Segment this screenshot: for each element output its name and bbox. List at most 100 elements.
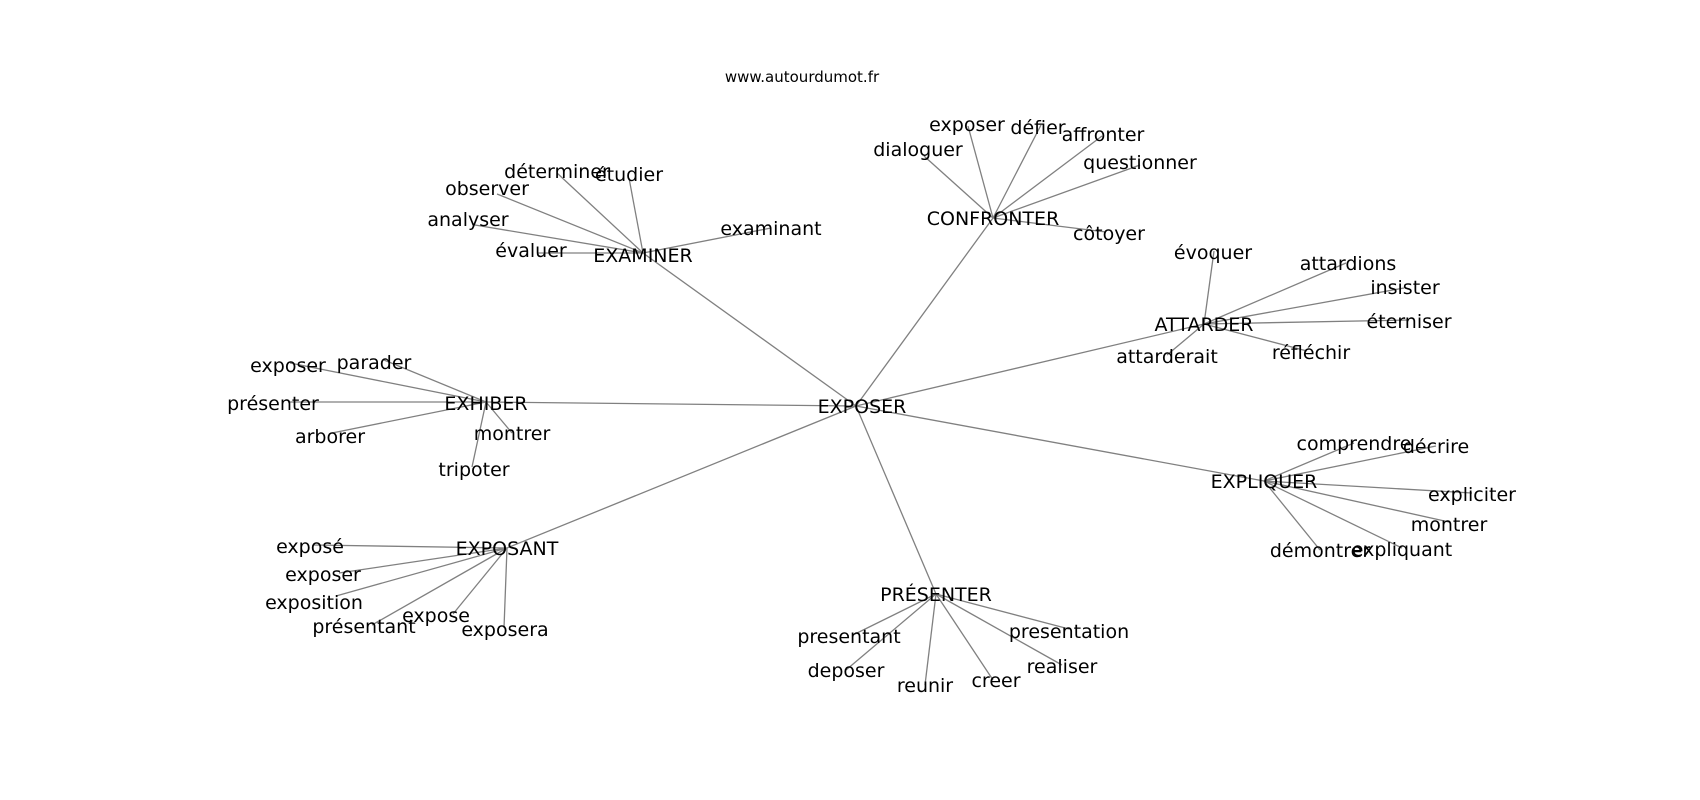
edge-root-attarder [855, 323, 1205, 407]
edge-presenter-creer [935, 593, 994, 681]
root-node-exposer[interactable]: EXPOSER [818, 396, 907, 418]
edge-exposant-exposer [338, 547, 508, 574]
edge-root-expliquer [855, 405, 1265, 482]
word-node-attarder-insister[interactable]: insister [1370, 277, 1440, 299]
word-node-presenter-reunir[interactable]: reunir [897, 675, 953, 697]
edge-examiner-analyser [474, 224, 644, 254]
edge-confronter-defier [992, 124, 1042, 219]
edge-exposant-expose [312, 544, 508, 549]
word-node-exposant-exposer[interactable]: exposer [285, 564, 361, 586]
word-node-attarder-reflechir[interactable]: réfléchir [1272, 342, 1351, 364]
group-node-exposant[interactable]: EXPOSANT [456, 538, 559, 560]
word-node-exposant-presentant[interactable]: présentant [312, 616, 415, 638]
edge-exhiber-parader [383, 359, 487, 403]
edge-confronter-affronter [992, 135, 1103, 219]
word-node-expliquer-montrer[interactable]: montrer [1411, 514, 1488, 536]
site-label: www.autourdumot.fr [725, 68, 880, 86]
edge-confronter-questionner [992, 164, 1141, 219]
word-node-exhiber-arborer[interactable]: arborer [295, 426, 365, 448]
edge-attarder-insister [1203, 287, 1405, 325]
word-node-confronter-questionner[interactable]: questionner [1083, 152, 1197, 174]
word-node-exposant-exposera[interactable]: exposera [461, 619, 548, 641]
edge-expliquer-demontrer [1263, 480, 1321, 551]
word-node-presenter-presentation[interactable]: presentation [1009, 621, 1129, 643]
edge-presenter-presentation [935, 593, 1070, 630]
word-node-presenter-realiser[interactable]: realiser [1027, 656, 1098, 678]
graph-edges [288, 124, 1473, 686]
word-node-exhiber-montrer[interactable]: montrer [474, 423, 551, 445]
edge-root-confronter [855, 217, 994, 407]
word-node-examiner-analyser[interactable]: analyser [427, 209, 508, 231]
word-node-attarder-evoquer[interactable]: évoquer [1174, 242, 1252, 264]
edge-root-examiner [642, 252, 857, 407]
edge-exposant-exposition [335, 547, 508, 597]
group-node-confronter[interactable]: CONFRONTER [927, 208, 1060, 230]
edge-attarder-evoquer [1203, 250, 1215, 325]
word-node-exposant-exposition[interactable]: exposition [265, 592, 363, 614]
edge-exhiber-tripoter [471, 401, 487, 468]
word-node-examiner-determiner[interactable]: déterminer [504, 161, 610, 183]
word-node-examiner-evaluer[interactable]: évaluer [495, 240, 567, 262]
group-node-exhiber[interactable]: EXHIBER [444, 393, 527, 415]
edge-confronter-cotoyer [992, 217, 1107, 233]
word-node-confronter-defier[interactable]: défier [1010, 117, 1065, 139]
word-node-confronter-cotoyer[interactable]: côtoyer [1073, 223, 1145, 245]
edge-examiner-etudier [628, 177, 644, 254]
group-node-presenter[interactable]: PRÉSENTER [880, 583, 992, 606]
edge-attarder-attarderait [1166, 323, 1205, 356]
edge-root-exhiber [485, 401, 857, 407]
edge-attarder-eterniser [1203, 319, 1410, 325]
word-node-presenter-deposer[interactable]: deposer [808, 660, 885, 682]
word-node-presenter-presentant[interactable]: presentant [797, 626, 900, 648]
word-node-confronter-affronter[interactable]: affronter [1062, 124, 1145, 146]
word-node-examiner-observer[interactable]: observer [445, 178, 529, 200]
edge-presenter-presentant [852, 593, 937, 636]
word-node-attarder-attarderait[interactable]: attarderait [1116, 346, 1218, 368]
edge-presenter-reunir [924, 593, 937, 686]
word-node-exhiber-tripoter[interactable]: tripoter [438, 459, 509, 481]
edge-root-presenter [855, 405, 937, 595]
word-node-exposant-expose[interactable]: expose [402, 605, 470, 627]
word-node-expliquer-demontrer[interactable]: démontrer [1270, 540, 1370, 562]
word-node-examiner-examinant[interactable]: examinant [720, 218, 821, 240]
word-node-attarder-attardions[interactable]: attardions [1300, 253, 1397, 275]
edge-confronter-dialoguer [923, 155, 994, 219]
edge-expliquer-montrer [1263, 480, 1450, 523]
word-node-attarder-eterniser[interactable]: éterniser [1366, 311, 1451, 333]
word-node-exhiber-parader[interactable]: parader [337, 352, 412, 374]
edge-exhiber-arborer [331, 401, 487, 434]
group-node-expliquer[interactable]: EXPLIQUER [1211, 471, 1318, 493]
word-node-expliquer-decrire[interactable]: décrire [1403, 436, 1469, 458]
edge-attarder-reflechir [1203, 323, 1308, 352]
edge-exposant-presentant [371, 547, 508, 626]
edge-examiner-observer [496, 193, 644, 254]
edge-presenter-deposer [845, 593, 937, 671]
word-node-exposant-expose[interactable]: exposé [276, 536, 344, 558]
group-node-examiner[interactable]: EXAMINER [593, 245, 692, 267]
edge-confronter-exposer [967, 125, 994, 219]
edge-attarder-attardions [1203, 262, 1347, 325]
edge-exhiber-montrer [485, 401, 513, 434]
word-node-expliquer-expliciter[interactable]: expliciter [1428, 484, 1516, 506]
word-node-examiner-etudier[interactable]: étudier [595, 164, 663, 186]
word-node-presenter-creer[interactable]: creer [971, 670, 1020, 692]
edge-expliquer-decrire [1263, 445, 1437, 482]
word-node-expliquer-expliquant[interactable]: expliquant [1352, 539, 1452, 561]
edge-expliquer-expliciter [1263, 480, 1473, 494]
word-node-exhiber-exposer[interactable]: exposer [250, 355, 326, 377]
word-node-confronter-exposer[interactable]: exposer [929, 114, 1005, 136]
edge-exhiber-exposer [289, 362, 487, 403]
edge-expliquer-expliquant [1263, 480, 1403, 549]
edge-exposant-expose [452, 547, 508, 615]
group-node-attarder[interactable]: ATTARDER [1155, 314, 1254, 336]
word-node-confronter-dialoguer[interactable]: dialoguer [873, 139, 963, 161]
edge-exposant-exposera [503, 547, 508, 629]
edge-examiner-determiner [556, 172, 644, 254]
word-node-expliquer-comprendre[interactable]: comprendre [1297, 433, 1412, 455]
edge-root-exposant [506, 405, 857, 549]
edge-presenter-realiser [935, 593, 1063, 666]
edge-examiner-examinant [642, 227, 772, 254]
word-node-exhiber-presenter[interactable]: présenter [227, 393, 319, 415]
